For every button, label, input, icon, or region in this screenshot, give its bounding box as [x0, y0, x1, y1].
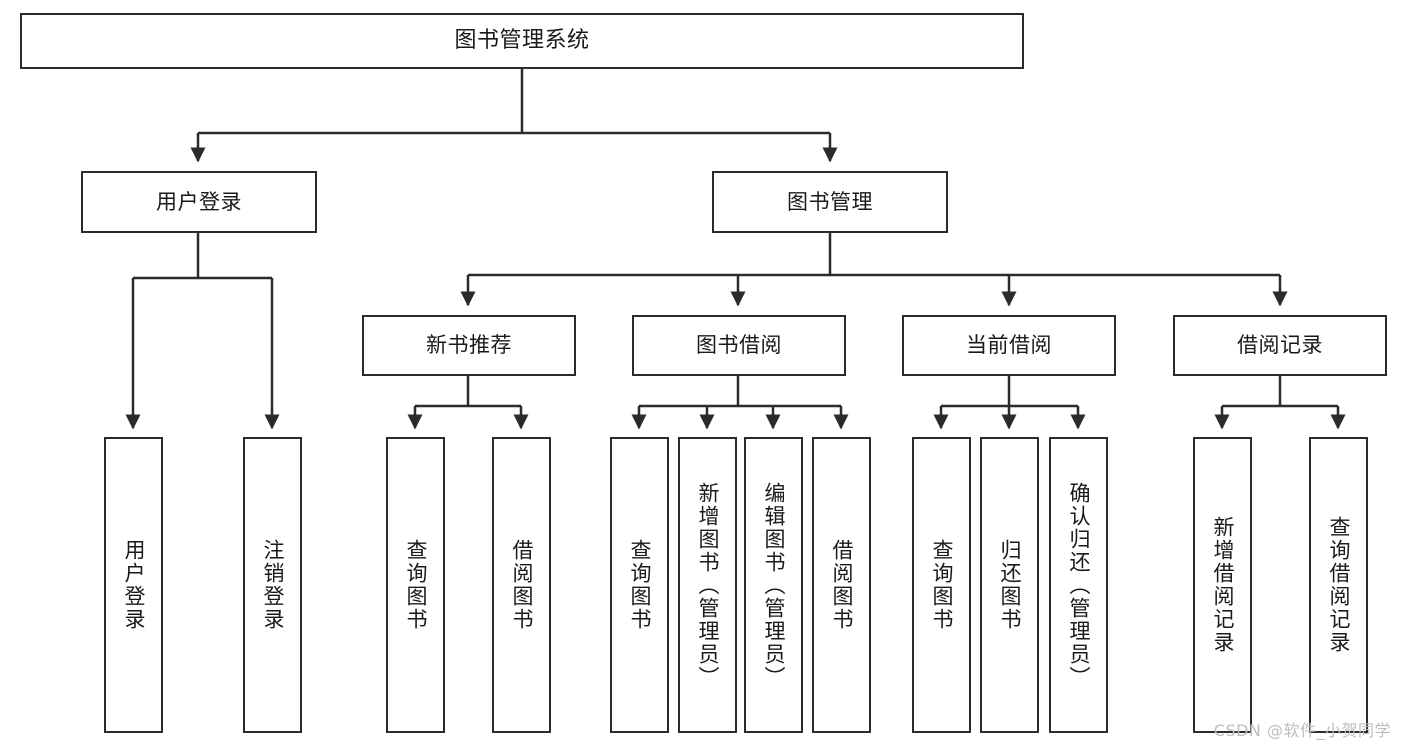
node-root-system-label: 图书管理系统 [454, 28, 590, 54]
node-user-login-label: 用户登录 [156, 189, 242, 214]
node-leaf-query-record[interactable]: 查询借阅记录 [1309, 437, 1368, 733]
node-user-login[interactable]: 用户登录 [81, 171, 317, 233]
node-leaf-add-record[interactable]: 新增借阅记录 [1193, 437, 1252, 733]
node-leaf-borrow-book-2-label: 借阅图书 [829, 539, 854, 631]
node-current-borrow-label: 当前借阅 [966, 333, 1052, 358]
node-leaf-query-book-1[interactable]: 查询图书 [386, 437, 445, 733]
node-leaf-query-book-2[interactable]: 查询图书 [610, 437, 669, 733]
node-leaf-user-login-label: 用户登录 [121, 539, 146, 631]
node-leaf-add-book-label: 新增图书（管理员） [695, 481, 720, 689]
node-root-system[interactable]: 图书管理系统 [20, 13, 1024, 69]
node-leaf-borrow-book-1-label: 借阅图书 [509, 539, 534, 631]
node-leaf-edit-book-label: 编辑图书（管理员） [761, 481, 786, 689]
node-new-book-recommend-label: 新书推荐 [426, 333, 512, 358]
node-leaf-edit-book[interactable]: 编辑图书（管理员） [744, 437, 803, 733]
node-leaf-confirm-return-label: 确认归还（管理员） [1066, 481, 1091, 689]
node-leaf-add-book[interactable]: 新增图书（管理员） [678, 437, 737, 733]
node-leaf-return-book[interactable]: 归还图书 [980, 437, 1039, 733]
node-current-borrow[interactable]: 当前借阅 [902, 315, 1116, 376]
node-book-borrow[interactable]: 图书借阅 [632, 315, 846, 376]
node-book-management-label: 图书管理 [787, 189, 873, 214]
node-book-management[interactable]: 图书管理 [712, 171, 948, 233]
node-leaf-add-record-label: 新增借阅记录 [1210, 516, 1235, 654]
node-leaf-confirm-return[interactable]: 确认归还（管理员） [1049, 437, 1108, 733]
node-borrow-record[interactable]: 借阅记录 [1173, 315, 1387, 376]
node-leaf-query-book-3-label: 查询图书 [929, 539, 954, 631]
node-leaf-borrow-book-1[interactable]: 借阅图书 [492, 437, 551, 733]
node-leaf-query-book-2-label: 查询图书 [627, 539, 652, 631]
node-book-borrow-label: 图书借阅 [696, 333, 782, 358]
node-leaf-logout-login-label: 注销登录 [260, 539, 285, 631]
node-new-book-recommend[interactable]: 新书推荐 [362, 315, 576, 376]
node-leaf-logout-login[interactable]: 注销登录 [243, 437, 302, 733]
node-borrow-record-label: 借阅记录 [1237, 333, 1323, 358]
node-leaf-return-book-label: 归还图书 [997, 539, 1022, 631]
node-leaf-borrow-book-2[interactable]: 借阅图书 [812, 437, 871, 733]
node-leaf-user-login[interactable]: 用户登录 [104, 437, 163, 733]
node-leaf-query-book-3[interactable]: 查询图书 [912, 437, 971, 733]
node-leaf-query-record-label: 查询借阅记录 [1326, 516, 1351, 654]
node-leaf-query-book-1-label: 查询图书 [403, 539, 428, 631]
